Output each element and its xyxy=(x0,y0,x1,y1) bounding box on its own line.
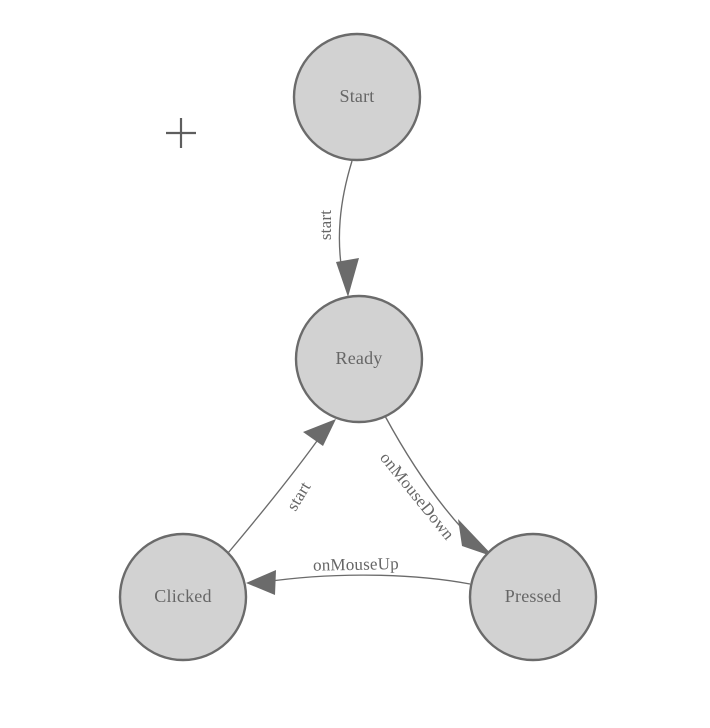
node-label-clicked: Clicked xyxy=(154,586,211,606)
node-clicked[interactable]: Clicked xyxy=(118,532,248,662)
edge-ready-to-pressed[interactable]: onMouseDown xyxy=(376,415,494,557)
edge-label-ready-to-pressed: onMouseDown xyxy=(376,448,458,543)
crosshair-icon xyxy=(166,118,196,148)
arrowhead-pressed-to-clicked xyxy=(246,570,276,595)
arrowhead-ready-to-pressed xyxy=(458,519,494,557)
node-label-start: Start xyxy=(340,86,375,106)
edge-pressed-to-clicked[interactable]: onMouseUp xyxy=(246,554,471,595)
edge-start-to-ready[interactable]: start xyxy=(316,160,359,297)
node-pressed[interactable]: Pressed xyxy=(468,532,598,662)
edge-label-clicked-to-ready: start xyxy=(283,478,315,514)
node-label-ready: Ready xyxy=(336,348,383,368)
node-label-pressed: Pressed xyxy=(505,586,561,606)
node-circle-ready[interactable] xyxy=(294,294,424,424)
edge-label-start-to-ready: start xyxy=(316,210,335,240)
arrowhead-start-to-ready xyxy=(336,258,359,297)
node-circle-start[interactable] xyxy=(292,32,422,162)
node-start[interactable]: Start xyxy=(292,32,422,162)
edge-path-clicked-to-ready[interactable] xyxy=(227,433,323,554)
edge-path-pressed-to-clicked[interactable] xyxy=(263,574,471,585)
node-circle-pressed[interactable] xyxy=(468,532,598,662)
node-ready[interactable]: Ready xyxy=(294,294,424,424)
edge-label-pressed-to-clicked: onMouseUp xyxy=(313,554,399,574)
edge-clicked-to-ready[interactable]: start xyxy=(227,419,336,554)
node-circle-clicked[interactable] xyxy=(118,532,248,662)
arrowhead-clicked-to-ready xyxy=(303,419,336,446)
